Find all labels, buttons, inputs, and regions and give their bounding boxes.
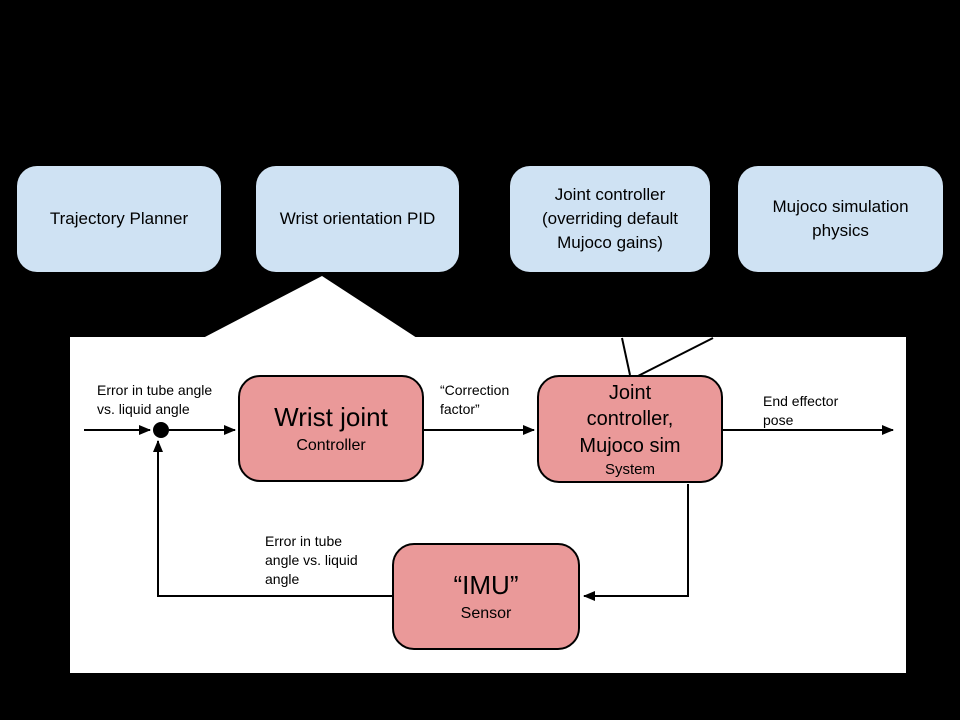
label-input-error: Error in tube angle vs. liquid angle — [97, 381, 212, 419]
block-joint-controller: Joint controller, Mujoco sim System — [537, 375, 723, 483]
top-box-trajectory-planner: Trajectory Planner — [17, 166, 221, 272]
block-wrist-joint-title: Wrist joint — [274, 402, 388, 433]
top-box-wrist-orientation-pid-label: Wrist orientation PID — [279, 209, 436, 229]
block-imu: “IMU” Sensor — [392, 543, 580, 650]
top-box-joint-controller: Joint controller (overriding default Muj… — [510, 166, 710, 272]
block-imu-subtitle: Sensor — [460, 604, 512, 622]
label-feedback-error-line1: Error in tube — [265, 533, 343, 549]
block-joint-controller-line3: Mujoco sim — [579, 434, 681, 457]
label-correction-factor: “Correction factor” — [440, 381, 509, 419]
top-box-wrist-orientation-pid: Wrist orientation PID — [256, 166, 459, 272]
top-box-mujoco-physics-label: Mujoco simulation physics — [772, 197, 909, 240]
block-joint-controller-subtitle: System — [604, 461, 655, 479]
label-correction-factor-line1: “Correction — [440, 382, 510, 398]
label-end-effector-pose-line1: End effector — [763, 393, 839, 409]
top-box-joint-controller-label: Joint controller (overriding default Muj… — [541, 185, 679, 252]
top-box-mujoco-physics: Mujoco simulation physics — [738, 166, 943, 272]
label-feedback-error-line3: angle — [265, 571, 300, 587]
block-joint-controller-line1: Joint — [608, 381, 652, 404]
label-end-effector-pose: End effector pose — [763, 392, 838, 430]
block-wrist-joint-subtitle: Controller — [296, 436, 366, 454]
label-input-error-line2: vs. liquid angle — [97, 401, 190, 417]
label-correction-factor-line2: factor” — [440, 401, 480, 417]
label-input-error-line1: Error in tube angle — [97, 382, 213, 398]
label-feedback-error-line2: angle vs. liquid — [265, 552, 358, 568]
top-box-trajectory-planner-label: Trajectory Planner — [49, 209, 189, 229]
block-wrist-joint: Wrist joint Controller — [238, 375, 424, 482]
label-feedback-error: Error in tube angle vs. liquid angle — [265, 532, 358, 589]
block-imu-title: “IMU” — [453, 570, 519, 601]
block-joint-controller-line2: controller, — [586, 408, 674, 431]
callout-triangle — [203, 276, 417, 338]
label-end-effector-pose-line2: pose — [763, 412, 794, 428]
